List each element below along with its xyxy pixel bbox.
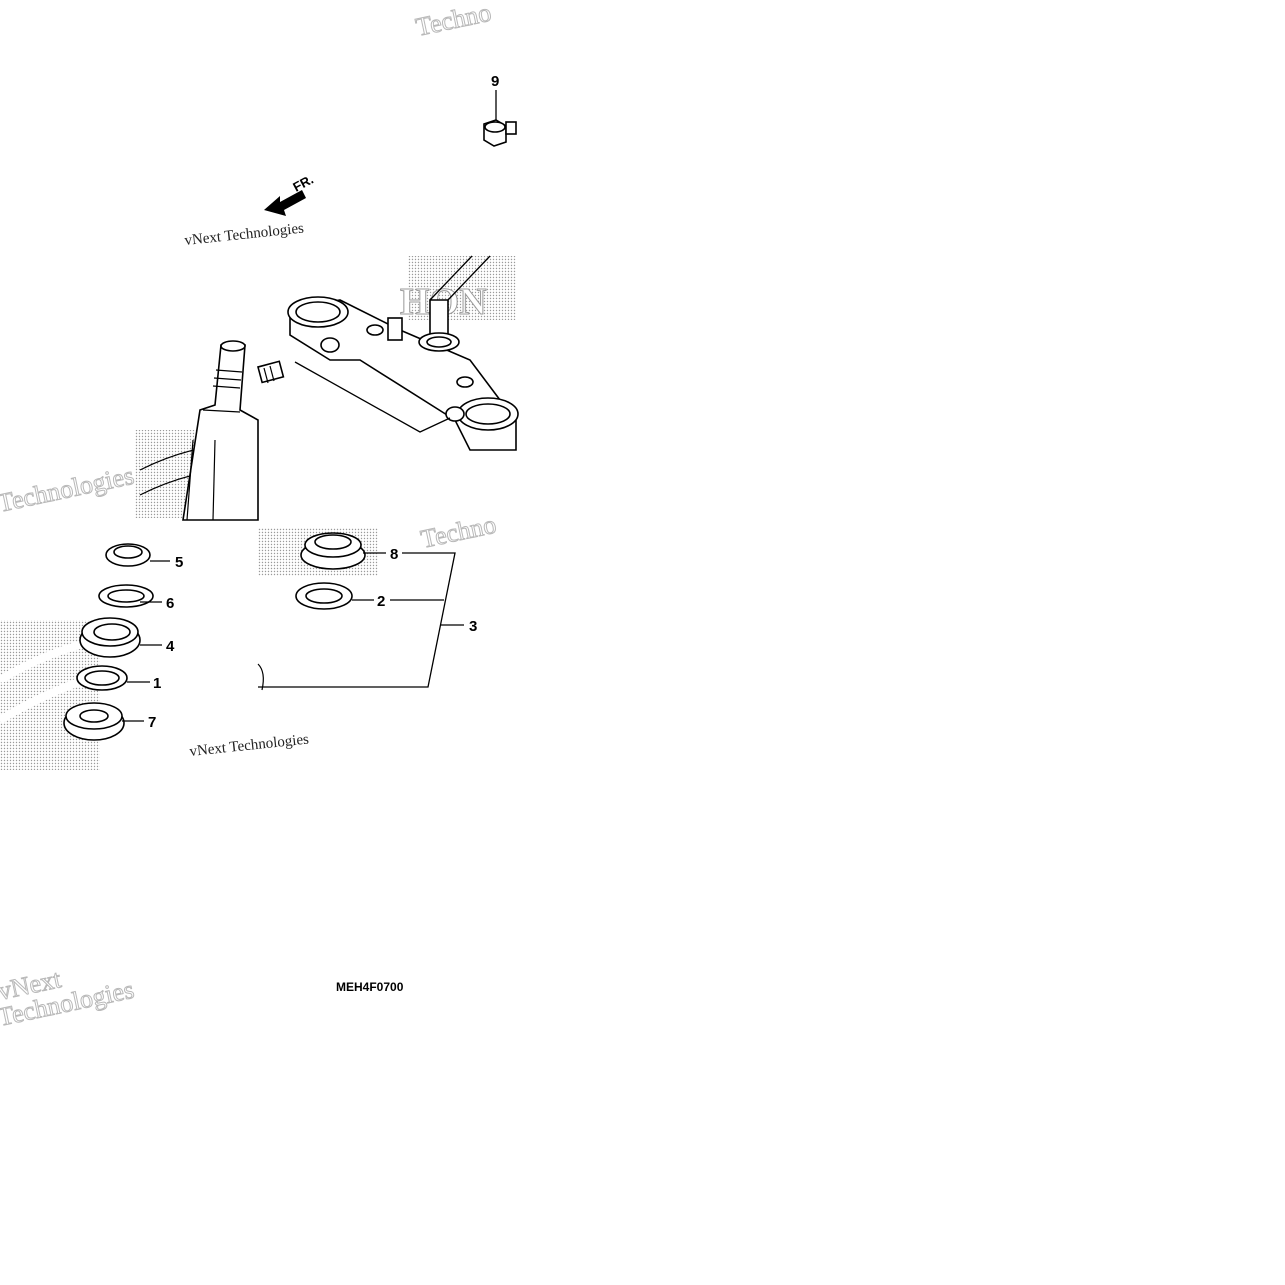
- drawing-code: MEH4F0700: [336, 980, 404, 994]
- part-lock-washer-6: [98, 584, 154, 608]
- part-dust-seal-1: [76, 665, 128, 691]
- part-dust-seal-2: [295, 582, 353, 610]
- watermark-text: Techno: [413, 0, 494, 42]
- callout-7: 7: [148, 714, 156, 731]
- part-bearing-8: [300, 532, 366, 570]
- callout-4: 4: [166, 638, 175, 655]
- part-bolt-9: [483, 90, 517, 147]
- front-arrow-label: FR.: [290, 172, 316, 195]
- part-lock-nut-5: [105, 543, 151, 567]
- part-adjusting-nut-4: [79, 617, 141, 658]
- callout-9: 9: [491, 73, 499, 90]
- callout-1: 1: [153, 675, 161, 692]
- watermark-text: Techno: [418, 510, 499, 554]
- part-bearing-7: [63, 702, 125, 741]
- watermark-text: vNext Technologies: [189, 732, 310, 760]
- part-stem-bolt: [257, 360, 285, 384]
- part-top-bridge: [287, 255, 519, 451]
- front-arrow: FR.: [264, 172, 316, 216]
- watermark-text: vNext Technologies: [184, 221, 305, 249]
- callouts: 9 8 2 3 5 6 4 1 7: [148, 73, 499, 731]
- part-steering-stem: [182, 340, 259, 521]
- callout-2: 2: [377, 593, 385, 610]
- callout-3: 3: [469, 618, 477, 635]
- callout-leaders: [122, 552, 464, 722]
- callout-5: 5: [175, 554, 183, 571]
- part-lower-race: [257, 663, 264, 691]
- watermark-text: Technologies: [0, 461, 136, 518]
- callout-6: 6: [166, 595, 174, 612]
- callout-8: 8: [390, 546, 398, 563]
